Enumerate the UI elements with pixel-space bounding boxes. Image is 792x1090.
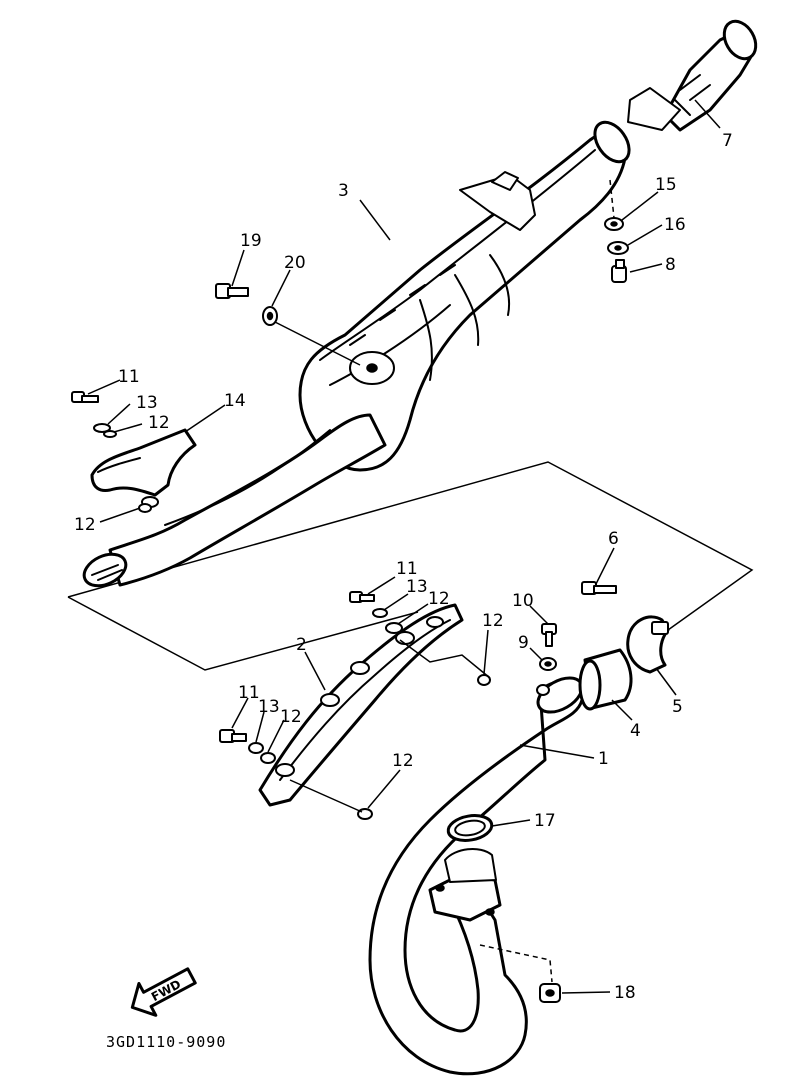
clamp-5	[626, 615, 670, 674]
callout-12-top: 12	[148, 413, 170, 433]
callout-12-lower: 12	[74, 515, 96, 535]
leader-19-20	[274, 321, 361, 366]
bolt-19	[215, 283, 249, 299]
muffler-protector-14	[90, 428, 197, 508]
washer-9-hole	[544, 661, 552, 667]
callout-13-mid: 13	[406, 577, 428, 597]
leader-14	[184, 404, 226, 433]
gasket-17-inner	[454, 819, 486, 837]
leader-4	[611, 699, 633, 721]
grommet-12-lower	[138, 503, 152, 513]
leader-9	[529, 647, 543, 661]
callout-18: 18	[614, 983, 636, 1003]
callout-6: 6	[608, 529, 619, 549]
leader-11-mid	[367, 576, 396, 595]
callout-12-low: 12	[280, 707, 302, 727]
nut-18	[539, 983, 561, 1003]
callout-3: 3	[338, 181, 349, 201]
bolt-6	[581, 581, 617, 595]
leader-16	[627, 224, 663, 246]
washer-20-hole	[266, 311, 274, 321]
washer-13-mid	[372, 608, 388, 618]
leader-13-top	[107, 403, 131, 425]
callout-12-pipe: 12	[482, 611, 504, 631]
washer-13-top	[93, 423, 111, 433]
callout-15: 15	[655, 175, 677, 195]
tailpipe-7	[627, 19, 758, 132]
exhaust-pipe-1	[368, 676, 584, 1076]
grommet-12-top	[103, 430, 117, 438]
washer-13-low	[248, 742, 264, 754]
leader-1	[519, 744, 595, 759]
bolt-11-low	[219, 729, 247, 743]
subassembly-outline	[67, 461, 754, 631]
callout-11-top: 11	[118, 367, 140, 387]
nut-8	[611, 259, 627, 283]
leader-8	[629, 263, 663, 273]
callout-2: 2	[296, 635, 307, 655]
callout-11-low: 11	[238, 683, 260, 703]
bolt-11-top	[71, 391, 99, 403]
leader-17	[491, 819, 531, 827]
leader-11-top	[87, 379, 121, 395]
leader-12-low	[267, 719, 285, 753]
callout-19: 19	[240, 231, 262, 251]
callout-13-low: 13	[258, 697, 280, 717]
leader-3	[359, 199, 391, 241]
leader-7	[694, 99, 721, 129]
leader-13-mid	[383, 593, 409, 611]
protector-2	[258, 603, 464, 807]
leader-12-pipe	[483, 629, 489, 675]
drawing-code: 3GD1110-9090	[106, 1033, 226, 1051]
fwd-arrow-icon: FWD	[130, 967, 197, 1017]
leader-protector-12	[289, 779, 363, 813]
callout-1: 1	[598, 749, 609, 769]
callout-13-top: 13	[136, 393, 158, 413]
leader-15	[621, 191, 659, 221]
leader-12-top	[113, 423, 143, 433]
callout-8: 8	[665, 255, 676, 275]
muffler	[298, 120, 631, 472]
bolt-10	[541, 623, 557, 647]
leader-18	[561, 991, 611, 994]
leader-12-mid	[397, 603, 429, 625]
callout-12-bottom: 12	[392, 751, 414, 771]
callout-20: 20	[284, 253, 306, 273]
subassembly-outline-lower	[67, 596, 419, 671]
callout-9: 9	[518, 633, 529, 653]
grommet-15-hole	[610, 221, 618, 227]
callout-17: 17	[534, 811, 556, 831]
leader-19	[231, 249, 245, 287]
joint-4	[578, 648, 633, 711]
leader-5	[655, 667, 677, 696]
leader-12-bottom	[367, 769, 401, 809]
grommet-12-pipe	[477, 674, 491, 686]
leader-2	[304, 651, 326, 691]
leader-6	[595, 547, 615, 585]
callout-5: 5	[672, 697, 683, 717]
leader-20	[271, 269, 291, 307]
muffler-inlet-pipe	[82, 413, 387, 588]
leader-protector-pipe	[399, 639, 491, 679]
callout-16: 16	[664, 215, 686, 235]
dash-muffler-15	[609, 179, 615, 219]
leader-12-lower	[99, 507, 141, 523]
washer-16-hole	[614, 245, 622, 251]
callout-10: 10	[512, 591, 534, 611]
leader-13-low	[255, 711, 265, 743]
grommet-12-low	[260, 752, 276, 764]
leader-10	[529, 605, 549, 625]
grommet-12-mid	[385, 622, 403, 634]
leader-11-low	[231, 697, 249, 729]
bolt-11-mid	[349, 591, 375, 603]
callout-14: 14	[224, 391, 246, 411]
callout-4: 4	[630, 721, 641, 741]
callout-12-mid: 12	[428, 589, 450, 609]
callout-11-mid: 11	[396, 559, 418, 579]
callout-7: 7	[722, 131, 733, 151]
